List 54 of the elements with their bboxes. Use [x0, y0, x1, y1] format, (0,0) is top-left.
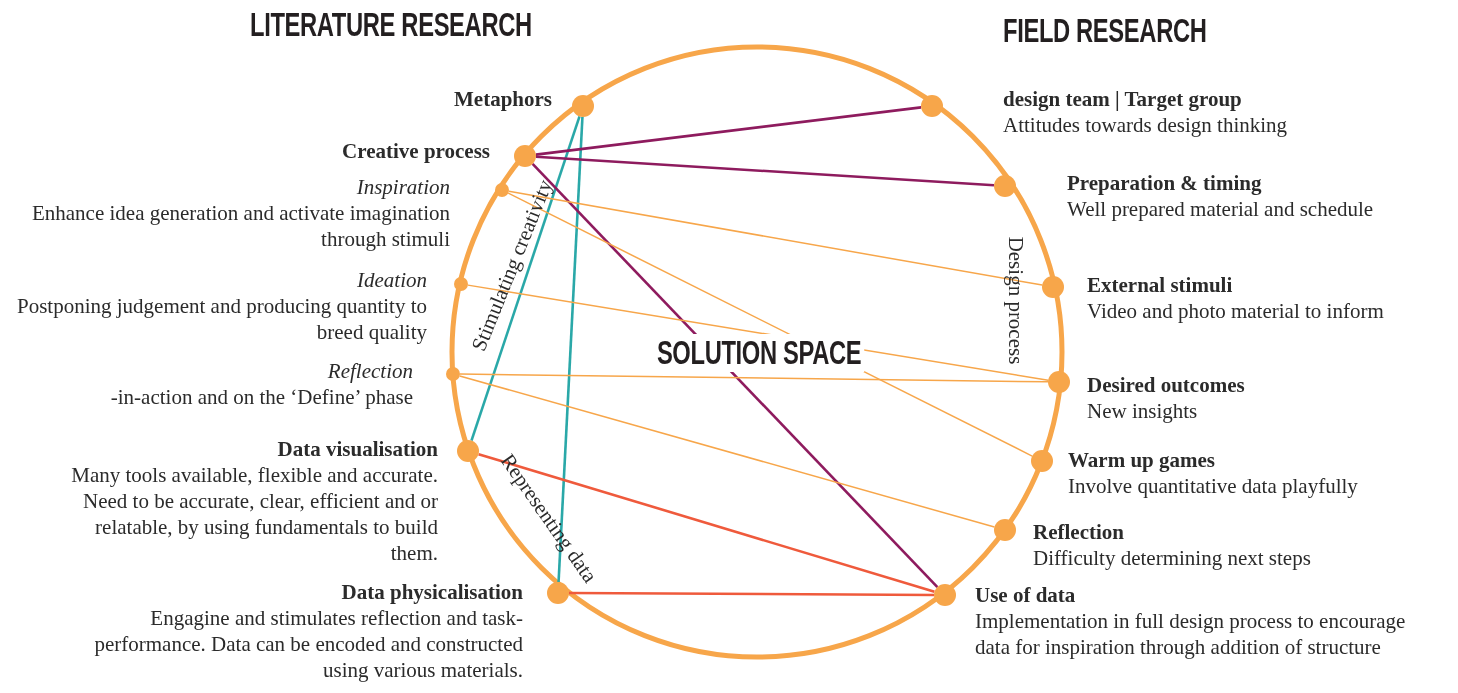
- node-heading: Data physicalisation: [340, 579, 523, 605]
- node-description: Engagine and stimulates reflection and task-performance. Data can be encoded and constructed using various materials.: [93, 605, 523, 683]
- connector-line: [459, 373, 1049, 383]
- node-heading: Data visualisation: [276, 436, 438, 462]
- connector-line: [470, 116, 581, 441]
- node-heading: Creative process: [341, 138, 490, 164]
- node-description: Many tools available, flexible and accurate. Need to be accurate, clear, efficient and or relatable, by using fundamentals to build them.: [70, 462, 438, 566]
- node-description: New insights: [1087, 398, 1199, 424]
- node-heading: Ideation: [356, 267, 427, 293]
- node-dot: [994, 175, 1016, 197]
- node-description: Attitudes towards design thinking: [1003, 112, 1289, 138]
- connector-line: [531, 163, 939, 588]
- node-heading: Reflection: [326, 358, 413, 384]
- node-dot: [547, 582, 569, 604]
- arc-label: Design process: [1003, 236, 1029, 364]
- node-description: Implementation in full design process to encourage data for inspiration through addition of structure: [975, 608, 1407, 660]
- node-heading: Desired outcomes: [1087, 372, 1246, 398]
- node-heading: Reflection: [1033, 519, 1125, 545]
- node-dot: [921, 95, 943, 117]
- connector-line: [459, 375, 996, 528]
- section-title: FIELD RESEARCH: [1003, 12, 1207, 50]
- node-dot: [934, 584, 956, 606]
- node-dot: [1042, 276, 1064, 298]
- connector-line: [535, 155, 995, 187]
- node-heading: Warm up games: [1068, 447, 1216, 473]
- node-heading: Preparation & timing: [1067, 170, 1263, 196]
- connector-line: [508, 190, 1043, 286]
- node-dot: [446, 367, 460, 381]
- node-dot: [1031, 450, 1053, 472]
- connector-line: [478, 452, 935, 594]
- node-description: -in-action and on the ‘Define’ phase: [109, 384, 413, 410]
- node-dot: [457, 440, 479, 462]
- node-dot: [495, 183, 509, 197]
- node-dot: [1048, 371, 1070, 393]
- node-heading: Use of data: [975, 582, 1077, 608]
- node-description: Difficulty determining next steps: [1033, 545, 1312, 571]
- node-dot: [454, 277, 468, 291]
- node-description: Postponing judgement and producing quantity to breed quality: [15, 293, 427, 345]
- connector-line: [535, 106, 922, 156]
- section-title: LITERATURE RESEARCH: [250, 6, 532, 44]
- node-description: Video and photo material to inform: [1087, 298, 1385, 324]
- node-heading: External stimuli: [1087, 272, 1234, 298]
- node-dot: [514, 145, 536, 167]
- node-heading: Inspiration: [355, 174, 450, 200]
- node-description: Well prepared material and schedule: [1067, 196, 1375, 222]
- center-title: SOLUTION SPACE: [654, 334, 865, 372]
- node-dot: [572, 95, 594, 117]
- connector-line: [569, 591, 934, 597]
- node-description: Enhance idea generation and activate imagination through stimuli: [30, 200, 450, 252]
- node-dot: [994, 519, 1016, 541]
- node-heading: Metaphors: [453, 86, 552, 112]
- connector-line: [557, 116, 584, 583]
- node-description: Involve quantitative data playfully: [1068, 473, 1359, 499]
- node-heading: design team | Target group: [1003, 86, 1243, 112]
